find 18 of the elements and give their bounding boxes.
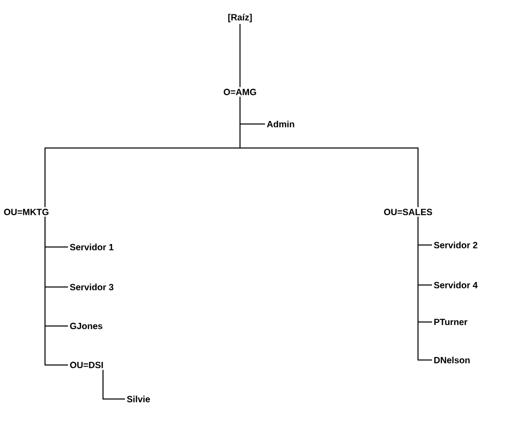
node-label: O=AMG (224, 88, 256, 96)
node-label: Servidor 3 (70, 284, 114, 290)
tree-line (240, 96, 418, 208)
node-label: Admin (266, 120, 294, 128)
node-label: GJones (70, 322, 102, 330)
node-label: [Raíz] (228, 14, 252, 22)
node-label: Servidor 2 (434, 242, 478, 248)
tree-line (44, 216, 68, 366)
node-label: Silvie (126, 396, 150, 402)
node-label: OU=SALES (384, 208, 432, 216)
node-label: PTurner (434, 318, 468, 326)
node-label: OU=MKTG (4, 208, 48, 216)
tree-line (102, 369, 126, 400)
node-label: DNelson (434, 356, 470, 364)
node-label: OU=DSI (70, 362, 103, 368)
tree-line (418, 216, 432, 360)
node-label: Servidor 4 (434, 282, 478, 288)
node-label: Servidor 1 (70, 244, 114, 250)
